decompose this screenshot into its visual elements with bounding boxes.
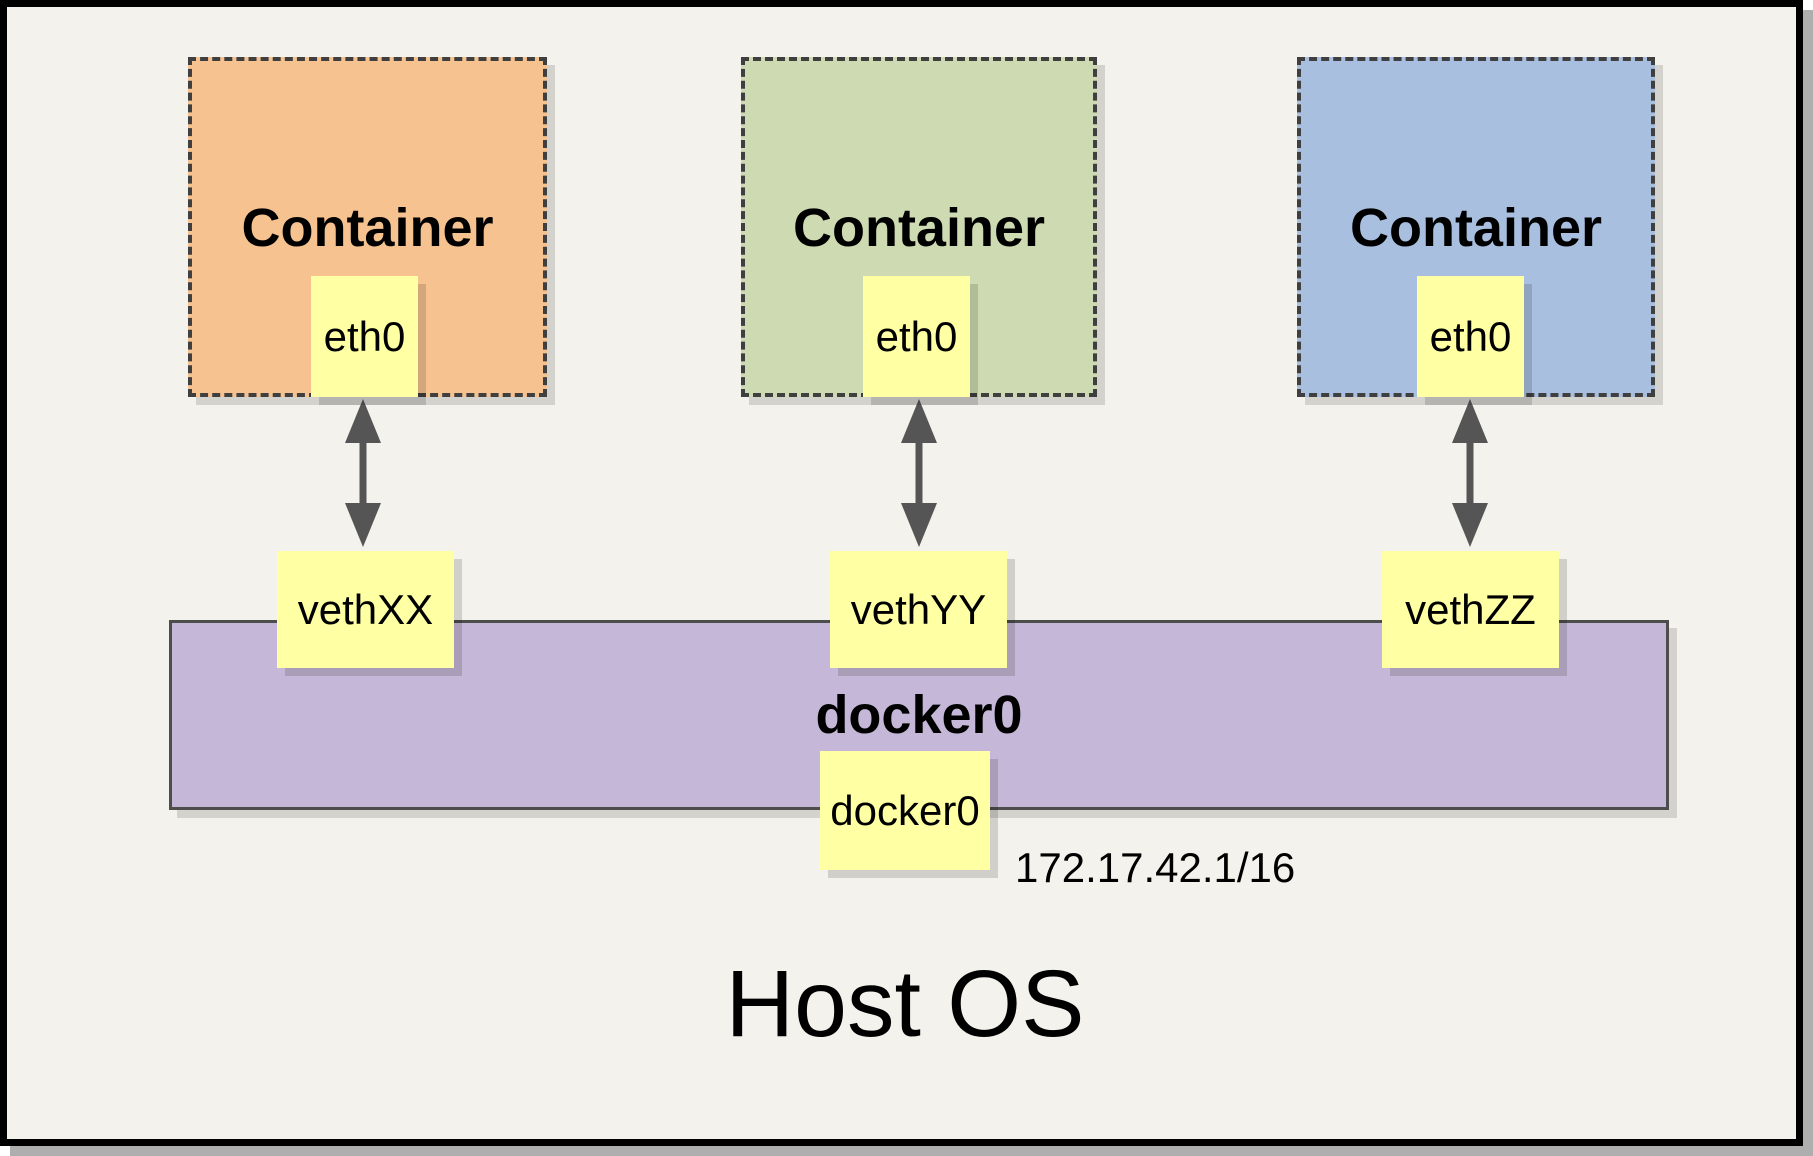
docker0-interface-label: docker0 bbox=[830, 786, 980, 834]
vethyy-label: vethYY bbox=[850, 585, 987, 633]
eth0-box-2: eth0 bbox=[863, 276, 970, 397]
vethyy-box: vethYY bbox=[830, 551, 1007, 668]
bridge-ip-label: 172.17.42.1/16 bbox=[1015, 844, 1296, 891]
docker0-bridge-label: docker0 bbox=[815, 685, 1023, 745]
vethzz-box: vethZZ bbox=[1382, 551, 1559, 668]
double-arrow-icon bbox=[1452, 399, 1488, 547]
docker0-interface-box: docker0 bbox=[820, 751, 990, 870]
double-arrow-icon bbox=[901, 399, 937, 547]
eth0-label: eth0 bbox=[875, 312, 958, 360]
container-label: Container bbox=[792, 198, 1046, 258]
eth0-box-1: eth0 bbox=[311, 276, 418, 397]
vethxx-label: vethXX bbox=[297, 585, 434, 633]
container-label: Container bbox=[1349, 198, 1603, 258]
eth0-label: eth0 bbox=[1429, 312, 1512, 360]
container-label: Container bbox=[241, 198, 494, 258]
eth0-box-3: eth0 bbox=[1417, 276, 1524, 397]
vethzz-label: vethZZ bbox=[1405, 585, 1536, 633]
eth0-label: eth0 bbox=[323, 312, 406, 360]
vethxx-box: vethXX bbox=[277, 551, 454, 668]
host-os-label: Host OS bbox=[725, 951, 1085, 1057]
double-arrow-icon bbox=[345, 399, 381, 547]
